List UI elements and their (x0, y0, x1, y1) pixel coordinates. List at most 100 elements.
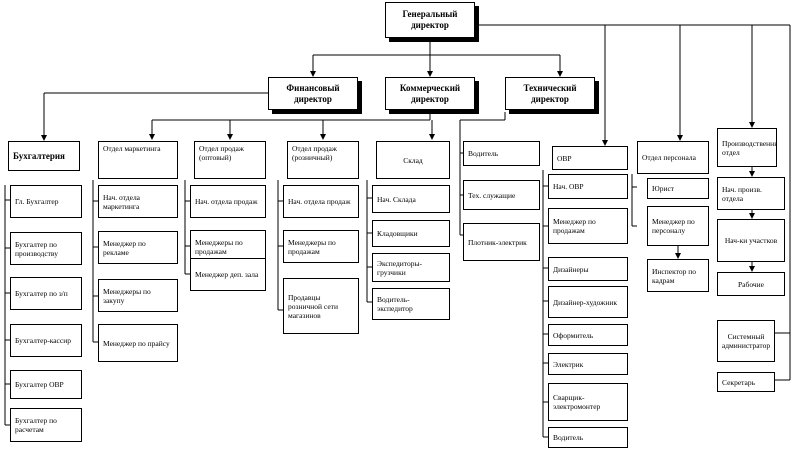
marketing-item: Менеджер по рекламе (98, 231, 178, 264)
staff-item-label: Секретарь (722, 377, 756, 387)
general-director-label: Генеральный директор (402, 9, 458, 30)
accounting-header: Бухгалтерия (8, 141, 80, 171)
sales-wholesale-item: Нач. отдела продаж (190, 185, 266, 218)
sales-wholesale-item-label: Нач. отдела продаж (195, 197, 258, 206)
technical-item-label: Водитель (468, 149, 499, 158)
commercial-director-label: Коммерческий директор (399, 82, 461, 104)
marketing-item-label: Нач. отдела маркетинга (103, 192, 141, 211)
ovr-item-label: Водитель (553, 433, 584, 442)
sales-wholesale-item-label: Менеджеры по продажам (195, 237, 243, 256)
accounting-item: Бухгалтер ОВР (10, 370, 82, 399)
marketing-item-label: Менеджер по прайсу (103, 338, 170, 348)
warehouse-item: Экспедиторы-грузчики (372, 253, 450, 282)
sales-wholesale-item: Менеджеры по продажам (190, 230, 266, 263)
accounting-item: Бухгалтер по з/п (10, 277, 82, 310)
sales-retail-header: Отдел продаж (розничный) (287, 141, 359, 179)
sales-wholesale-item-label: Менеджер деп. зала (195, 270, 259, 279)
staff-item-label: Системный администратор (721, 332, 771, 350)
sales-wholesale-header: Отдел продаж (оптовый) (194, 141, 266, 179)
personnel-item-label: Юрист (652, 184, 675, 193)
production-item-label: Нач-ки участков (724, 236, 778, 245)
warehouse-header: Склад (376, 141, 450, 179)
sales-retail-item: Менеджеры по продажам (283, 230, 359, 263)
marketing-item: Менеджер по прайсу (98, 324, 178, 362)
technical-item: Тех. служащие (463, 180, 540, 210)
accounting-item-label: Бухгалтер по производству (15, 239, 58, 258)
production-item: Нач-ки участков (717, 219, 785, 262)
warehouse-item-label: Кладовщики (377, 229, 418, 238)
ovr-item: Сварщик-электромонтер (548, 383, 628, 421)
commercial-director-box: Коммерческий директор (385, 77, 475, 110)
marketing-item: Нач. отдела маркетинга (98, 185, 178, 218)
ovr-item: Оформитель (548, 324, 628, 346)
technical-item: Водитель (463, 141, 540, 166)
ovr-item-label: Дизайнер-художник (553, 297, 617, 307)
accounting-item-label: Бухгалтер по з/п (15, 289, 68, 298)
ovr-item-label: Дизайнеры (553, 264, 589, 274)
accounting-item: Бухгалтер по производству (10, 232, 82, 265)
marketing-item: Менеджеры по закупу (98, 279, 178, 312)
warehouse-item-label: Водитель-экспедитор (377, 295, 413, 313)
accounting-item: Бухгалтер-кассир (10, 324, 82, 357)
sales-retail-header-label: Отдел продаж (розничный) (292, 144, 337, 162)
personnel-item-label: Инспектор по кадрам (652, 266, 696, 285)
production-item-label: Нач. произв. отдела (722, 184, 762, 203)
sales-retail-item-label: Менеджеры по продажам (288, 237, 336, 256)
ovr-item-label: Менеджер по продажам (553, 217, 596, 235)
marketing-item-label: Менеджеры по закупу (103, 286, 151, 305)
staff-item: Системный администратор (717, 320, 775, 362)
ovr-item-label: Нач. ОВР (553, 182, 584, 191)
ovr-item: Водитель (548, 427, 628, 448)
technical-item: Плотник-электрик (463, 223, 540, 261)
sales-wholesale-header-label: Отдел продаж (оптовый) (199, 144, 244, 162)
ovr-header-label: ОВР (557, 153, 572, 163)
production-item-label: Рабочие (738, 279, 764, 289)
marketing-header-label: Отдел маркетинга (103, 144, 161, 153)
technical-director-box: Технический директор (505, 77, 595, 110)
financial-director-label: Финансовый директор (286, 82, 340, 104)
general-director-box: Генеральный директор (385, 2, 475, 38)
personnel-header: Отдел персонала (637, 141, 709, 174)
accounting-item-label: Бухгалтер ОВР (15, 380, 64, 389)
financial-director-box: Финансовый директор (268, 77, 358, 110)
ovr-item-label: Электрик (553, 359, 584, 369)
ovr-item: Электрик (548, 353, 628, 375)
personnel-item-label: Менеджер по персоналу (652, 217, 695, 235)
ovr-item-label: Сварщик-электромонтер (553, 393, 601, 411)
staff-item: Секретарь (717, 372, 775, 392)
production-item: Нач. произв. отдела (717, 177, 785, 210)
technical-director-label: Технический директор (523, 82, 577, 104)
accounting-item-label: Бухгалтер-кассир (15, 336, 71, 345)
warehouse-item: Нач. Склада (372, 185, 450, 213)
sales-retail-item-label: Продавцы розничной сети магазинов (288, 292, 338, 320)
personnel-header-label: Отдел персонала (642, 153, 697, 162)
ovr-item: Дизайнеры (548, 257, 628, 281)
production-header-label: Производственный отдел (722, 138, 776, 157)
technical-item-label: Тех. служащие (468, 190, 516, 200)
sales-retail-item-label: Нач. отдела продаж (288, 197, 351, 206)
sales-retail-item: Продавцы розничной сети магазинов (283, 278, 359, 334)
sales-retail-item: Нач. отдела продаж (283, 185, 359, 218)
accounting-header-label: Бухгалтерия (13, 150, 65, 161)
warehouse-item-label: Экспедиторы-грузчики (377, 258, 423, 277)
ovr-item: Нач. ОВР (548, 174, 628, 199)
personnel-item: Инспектор по кадрам (647, 259, 709, 292)
ovr-item: Менеджер по продажам (548, 208, 628, 244)
marketing-item-label: Менеджер по рекламе (103, 238, 146, 257)
marketing-header: Отдел маркетинга (98, 141, 178, 179)
technical-item-label: Плотник-электрик (468, 237, 527, 247)
accounting-item-label: Бухгалтер по расчетам (15, 416, 57, 434)
ovr-item: Дизайнер-художник (548, 286, 628, 318)
production-item: Рабочие (717, 272, 785, 296)
warehouse-item: Водитель-экспедитор (372, 288, 450, 320)
accounting-item-label: Гл. Бухгалтер (15, 197, 59, 206)
production-header: Производственный отдел (717, 128, 777, 167)
warehouse-item: Кладовщики (372, 220, 450, 247)
ovr-header: ОВР (552, 146, 628, 170)
personnel-item: Менеджер по персоналу (647, 206, 709, 246)
sales-wholesale-item: Менеджер деп. зала (190, 258, 266, 291)
warehouse-item-label: Нач. Склада (377, 194, 416, 204)
accounting-item: Гл. Бухгалтер (10, 185, 82, 218)
